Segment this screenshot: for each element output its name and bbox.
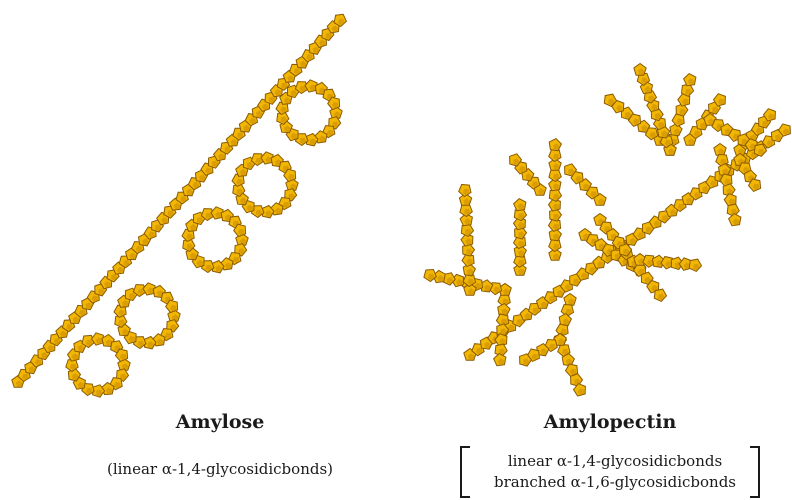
branched-bonds-label: branched α-1,6-glycosidicbonds xyxy=(470,473,760,491)
amylopectin-structure xyxy=(424,64,791,397)
amylose-caption: (linear α-1,4-glycosidicbonds) xyxy=(90,460,350,478)
amylopectin-caption: linear α-1,4-glycosidicbonds branched α-… xyxy=(452,446,772,496)
amylose-structure xyxy=(12,14,347,397)
left-bracket xyxy=(460,446,470,498)
linear-bonds-label: linear α-1,4-glycosidicbonds xyxy=(470,452,760,470)
amylopectin-title: Amylopectin xyxy=(500,411,720,433)
right-bracket xyxy=(750,446,760,498)
amylose-title: Amylose xyxy=(120,411,320,433)
polysaccharide-diagram xyxy=(0,0,792,410)
